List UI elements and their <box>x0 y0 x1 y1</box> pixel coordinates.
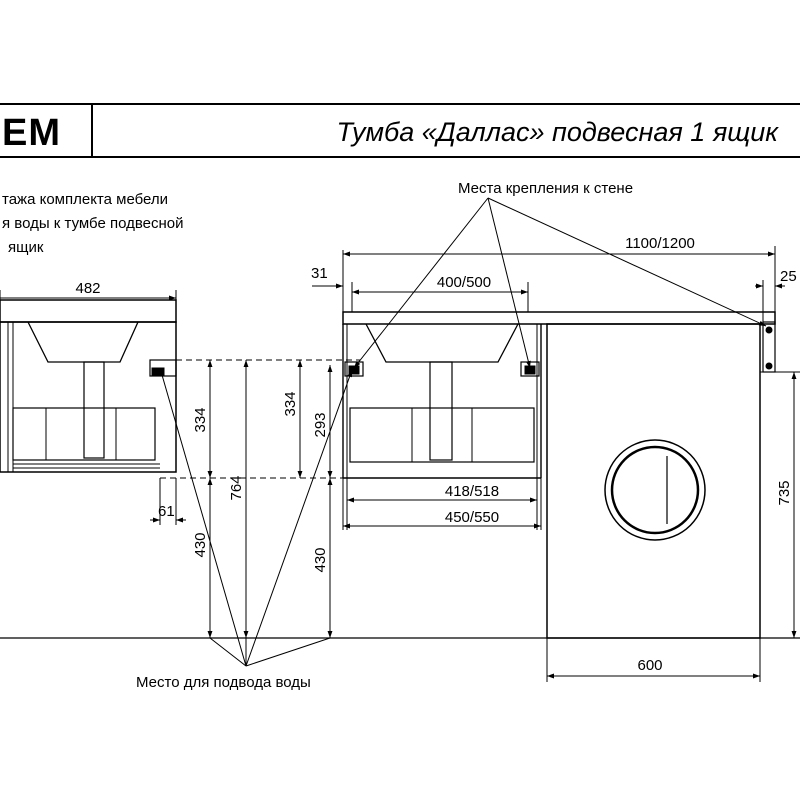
dim-293: 293 <box>312 412 329 437</box>
page-title: Тумба «Даллас» подвесная 1 ящик <box>336 117 779 147</box>
dim-430-right: 430 <box>312 547 329 572</box>
note-line-2: я воды к тумбе подвесной <box>2 215 184 232</box>
cabinet-front <box>342 311 776 479</box>
dim-482: 482 <box>75 280 100 297</box>
dim-61: 61 <box>158 503 175 520</box>
dim-418-518: 418/518 <box>445 483 499 500</box>
dim-450-550: 450/550 <box>445 509 499 526</box>
brand-logo: EM <box>2 112 61 154</box>
dimension-lines <box>0 246 800 682</box>
wall-mounts-label: Места крепления к стене <box>458 180 633 197</box>
washing-machine <box>546 321 776 639</box>
note-line-1: тажа комплекта мебели <box>2 191 168 208</box>
notes: тажа комплекта мебели я воды к тумбе под… <box>2 191 184 256</box>
dim-400-500: 400/500 <box>437 274 491 291</box>
dim-31: 31 <box>311 265 328 282</box>
leader-lines <box>159 197 767 667</box>
dimension-texts: 482 61 334 430 764 334 293 430 31 400/50… <box>75 235 796 674</box>
dim-25: 25 <box>780 268 797 285</box>
dim-600: 600 <box>637 657 662 674</box>
water-supply-label: Место для подвода воды <box>136 674 311 691</box>
dim-430-left: 430 <box>192 532 209 557</box>
dim-764: 764 <box>228 475 245 500</box>
dim-735: 735 <box>776 480 793 505</box>
dim-334-right: 334 <box>282 391 299 416</box>
note-line-3: ящик <box>8 239 44 256</box>
dim-334-left: 334 <box>192 407 209 432</box>
left-cabinet <box>0 299 177 473</box>
dim-1100-1200: 1100/1200 <box>625 235 695 252</box>
header: EM Тумба «Даллас» подвесная 1 ящик <box>0 103 800 158</box>
